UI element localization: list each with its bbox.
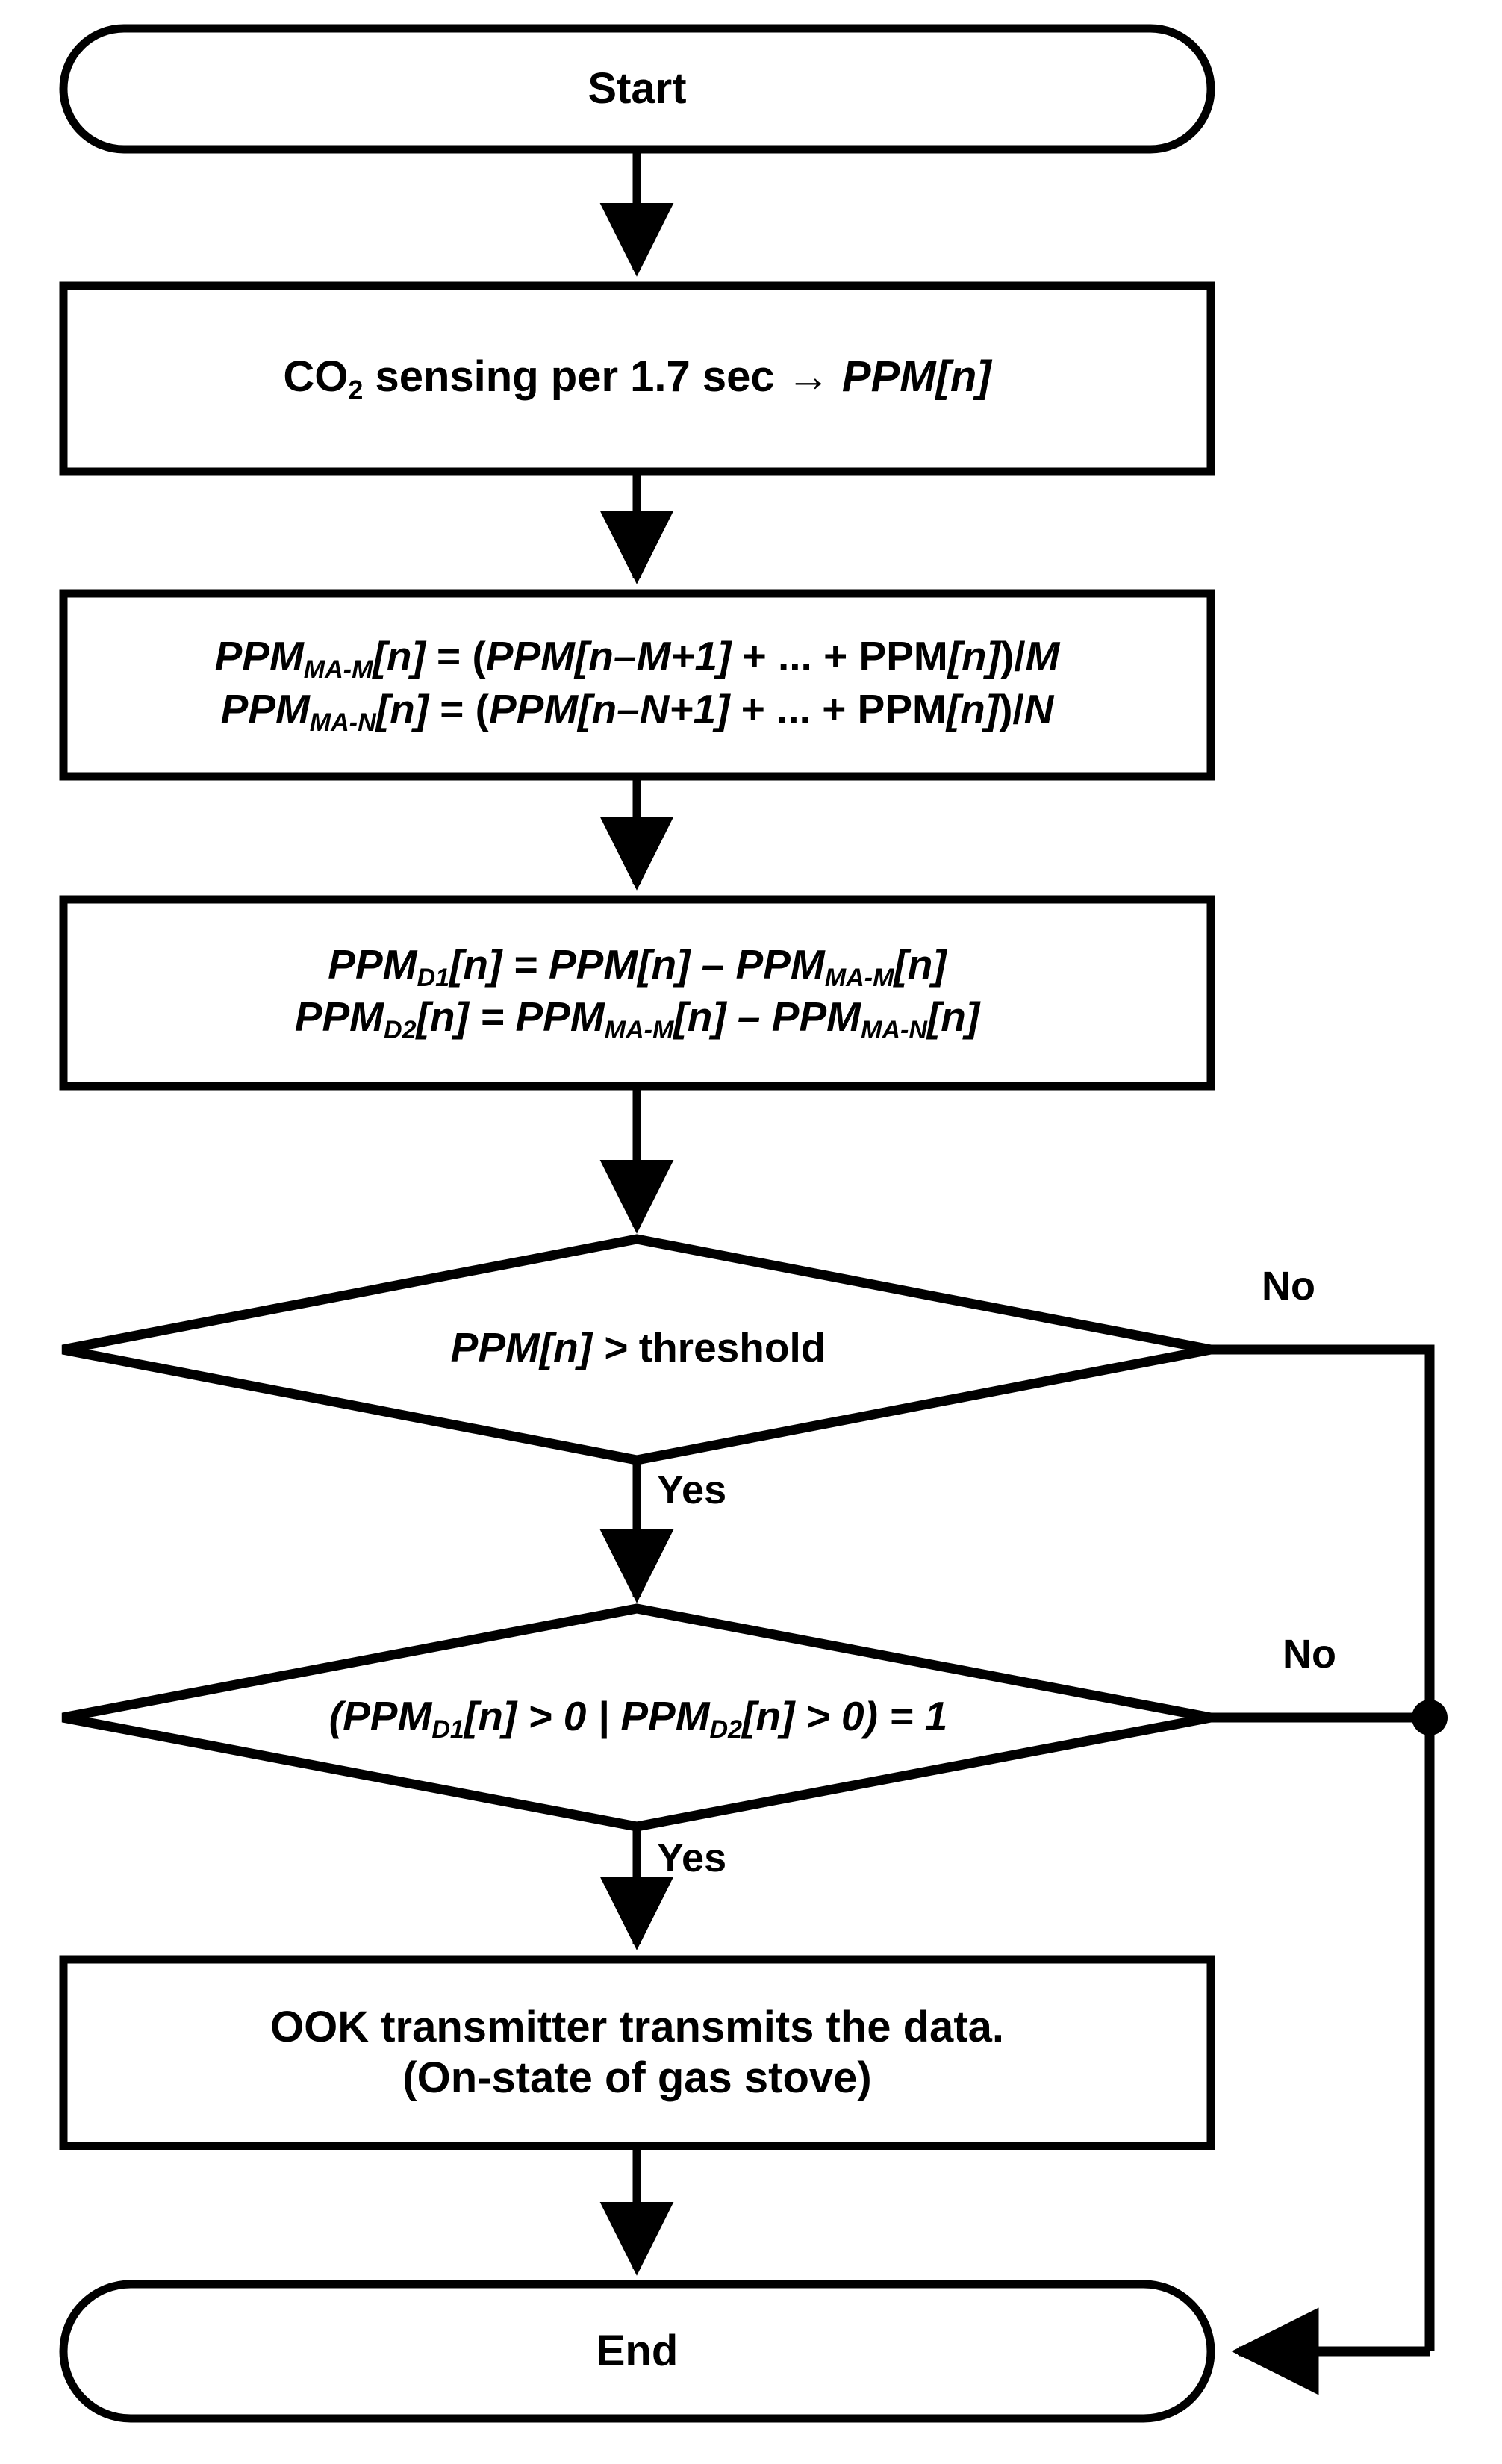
node-end-shape <box>59 2280 1215 2423</box>
node-transmit-shape <box>59 1955 1215 2150</box>
node-start-shape <box>59 24 1215 154</box>
junction-dot <box>1412 1700 1448 1735</box>
node-decision1-shape <box>61 1234 1212 1465</box>
node-movavg-shape <box>59 589 1215 781</box>
node-sense-shape <box>59 281 1215 476</box>
edge-decision1-no <box>1211 1344 1435 2351</box>
node-decision2-shape <box>61 1603 1212 1832</box>
node-difference-shape <box>59 895 1215 1091</box>
